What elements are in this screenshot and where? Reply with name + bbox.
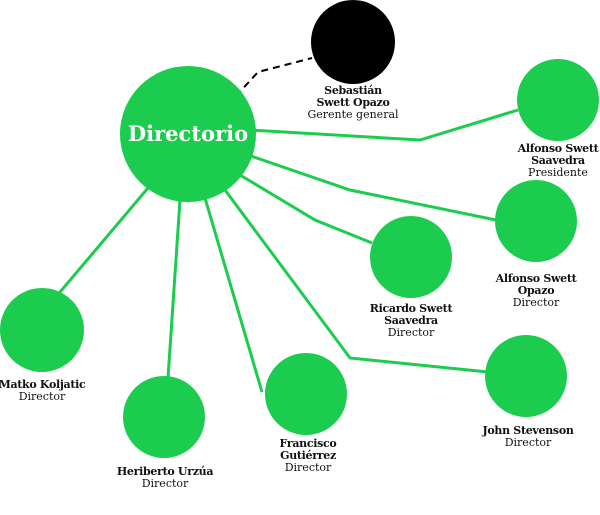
node-matko (0, 288, 84, 372)
role: Gerente general (307, 108, 399, 121)
node-ceo (311, 0, 395, 84)
role: Director (284, 461, 332, 474)
label-john: John Stevenson Director (482, 425, 573, 449)
role: Director (141, 477, 189, 490)
name-line: Matko Koljatic (0, 378, 86, 391)
link-president (249, 108, 519, 142)
link-francisco (203, 197, 264, 393)
label-ceo: Sebastián Swett Opazo Gerente general (307, 85, 398, 121)
name-line: Sebastián (324, 84, 382, 97)
name-line: Gutiérrez (280, 449, 336, 462)
name-line: Saavedra (531, 154, 585, 167)
node-ricardo (370, 216, 452, 298)
name-line: Alfonso Swett (495, 272, 577, 285)
link-ricardo (239, 173, 373, 245)
link-matko (53, 187, 150, 299)
node-francisco (265, 353, 347, 435)
name-line: Francisco (279, 437, 337, 450)
node-president (517, 59, 599, 141)
label-president: Alfonso Swett Saavedra Presidente (518, 143, 599, 179)
name-line: Saavedra (384, 314, 438, 327)
link-alfonso-opazo (247, 153, 497, 222)
hub-label: Directorio (128, 121, 248, 146)
node-heriberto (123, 376, 205, 458)
name-line: John Stevenson (482, 424, 574, 437)
label-ricardo: Ricardo Swett Saavedra Director (369, 302, 453, 339)
label-heriberto: Heriberto Urzúa Director (116, 465, 214, 490)
role: Director (512, 296, 560, 309)
link-heriberto (166, 199, 182, 379)
label-matko: Matko Koljatic Director (0, 378, 86, 403)
name-line: Alfonso Swett (517, 142, 599, 155)
name-line: Ricardo Swett (369, 302, 453, 315)
label-francisco: Francisco Gutiérrez Director (280, 438, 337, 474)
name-line: Opazo (517, 284, 555, 297)
role: Director (504, 436, 552, 449)
link-ceo (235, 57, 313, 97)
name-line: Swett Opazo (316, 96, 390, 109)
label-alfonso-opazo: Alfonso Swett Opazo Director (496, 273, 577, 309)
node-john (485, 335, 567, 417)
role: Director (387, 326, 435, 339)
node-hub (120, 66, 256, 202)
node-alfonso-opazo (495, 180, 577, 262)
name-line: Heriberto Urzúa (116, 465, 214, 478)
role: Director (18, 390, 66, 403)
role: Presidente (528, 166, 588, 179)
link-john (223, 189, 489, 374)
